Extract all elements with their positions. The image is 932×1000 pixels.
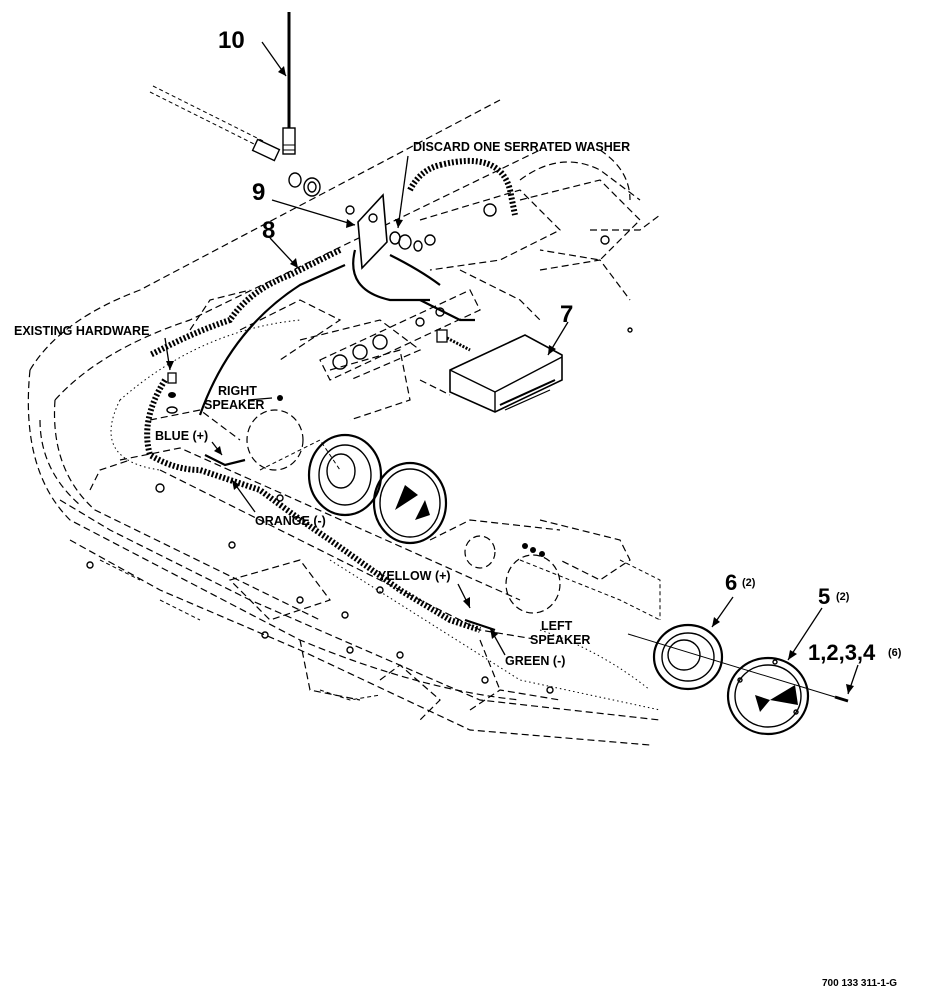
antenna	[149, 12, 321, 197]
callout-1234-qty: (6)	[888, 647, 902, 659]
discard-washer-note: DISCARD ONE SERRATED WASHER	[413, 140, 630, 154]
left-speaker-label-line2: SPEAKER	[530, 633, 590, 647]
wiring-harness	[144, 157, 518, 633]
orange-wire-label: ORANGE (-)	[255, 514, 326, 528]
callout-5: 5	[818, 584, 830, 609]
radio-opening	[319, 289, 481, 381]
callout-9: 9	[252, 179, 265, 206]
antenna-bracket	[357, 193, 423, 270]
left-speaker	[627, 623, 849, 736]
speaker-openings	[246, 409, 561, 614]
radio-unit	[436, 329, 563, 413]
hardware-pieces	[166, 372, 545, 557]
callout-5-qty: (2)	[836, 591, 850, 603]
blue-wire-label: BLUE (+)	[155, 429, 208, 443]
green-wire-label: GREEN (-)	[505, 654, 565, 668]
existing-hardware-label: EXISTING HARDWARE	[14, 324, 149, 338]
callout-1234: 1,2,3,4	[808, 640, 876, 665]
callout-10: 10	[218, 27, 245, 54]
leader-lines	[164, 41, 859, 695]
callout-6-qty: (2)	[742, 577, 756, 589]
callout-6: 6	[725, 570, 737, 595]
callout-8: 8	[262, 217, 275, 244]
cab-outline	[27, 99, 661, 746]
drawing-reference-number: 700 133 311-1-G	[822, 978, 897, 989]
callout-7: 7	[560, 301, 573, 328]
right-speaker	[307, 433, 448, 545]
yellow-wire-label: YELLOW (+)	[378, 569, 451, 583]
left-speaker-label-line1: LEFT	[541, 619, 573, 633]
panel-holes	[86, 203, 633, 694]
right-speaker-label-line2: SPEAKER	[204, 398, 264, 412]
right-speaker-label-line1: RIGHT	[218, 384, 257, 398]
